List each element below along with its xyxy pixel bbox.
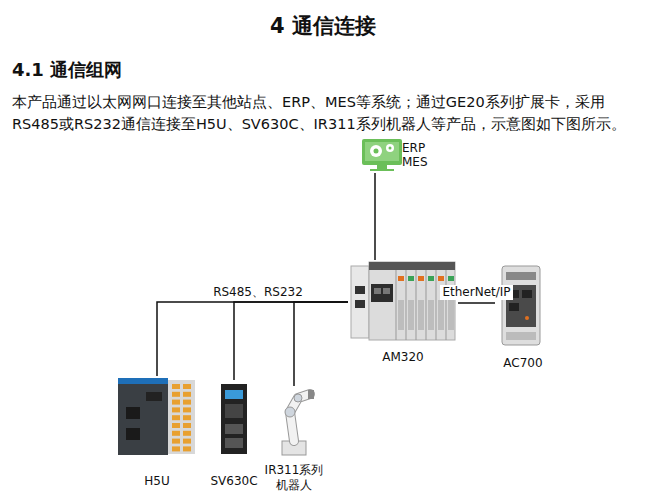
node-label: SV630C <box>210 474 257 488</box>
controller-node: AM320 <box>348 260 458 364</box>
node-label: H5U <box>144 474 169 488</box>
connector-line <box>458 302 495 304</box>
system-icon: ERP MES <box>360 137 436 173</box>
sv630c-drive <box>221 384 247 454</box>
erp-icon <box>362 139 402 171</box>
node-label: ERP MES <box>402 141 436 170</box>
connector-line <box>374 173 376 260</box>
am320-controller <box>351 262 455 340</box>
section-heading: 4.1 通信组网 <box>12 56 612 83</box>
node-label: IR311系列 机器人 <box>261 463 327 492</box>
ac700-controller <box>502 266 540 345</box>
edge-label: EtherNet/IP <box>440 285 512 300</box>
controller-node: AC700 <box>495 262 551 370</box>
robot-arm <box>282 390 314 455</box>
connector-line <box>234 302 348 380</box>
node-label: AC700 <box>503 356 542 370</box>
page-title: 4 通信连接 <box>0 12 646 40</box>
robot-node: IR311系列 机器人 <box>258 386 330 492</box>
drive-node: SV630C <box>208 380 260 488</box>
intro-paragraph: 本产品通过以太网网口连接至其他站点、ERP、MES等系统；通过GE20系列扩展卡… <box>12 92 638 136</box>
node-label: AM320 <box>382 350 423 364</box>
plc-node: H5U <box>112 376 202 488</box>
h5u-plc <box>118 378 195 455</box>
edge-label: RS485、RS232 <box>211 285 305 300</box>
connector-line <box>294 302 348 386</box>
connector-line <box>157 302 348 376</box>
